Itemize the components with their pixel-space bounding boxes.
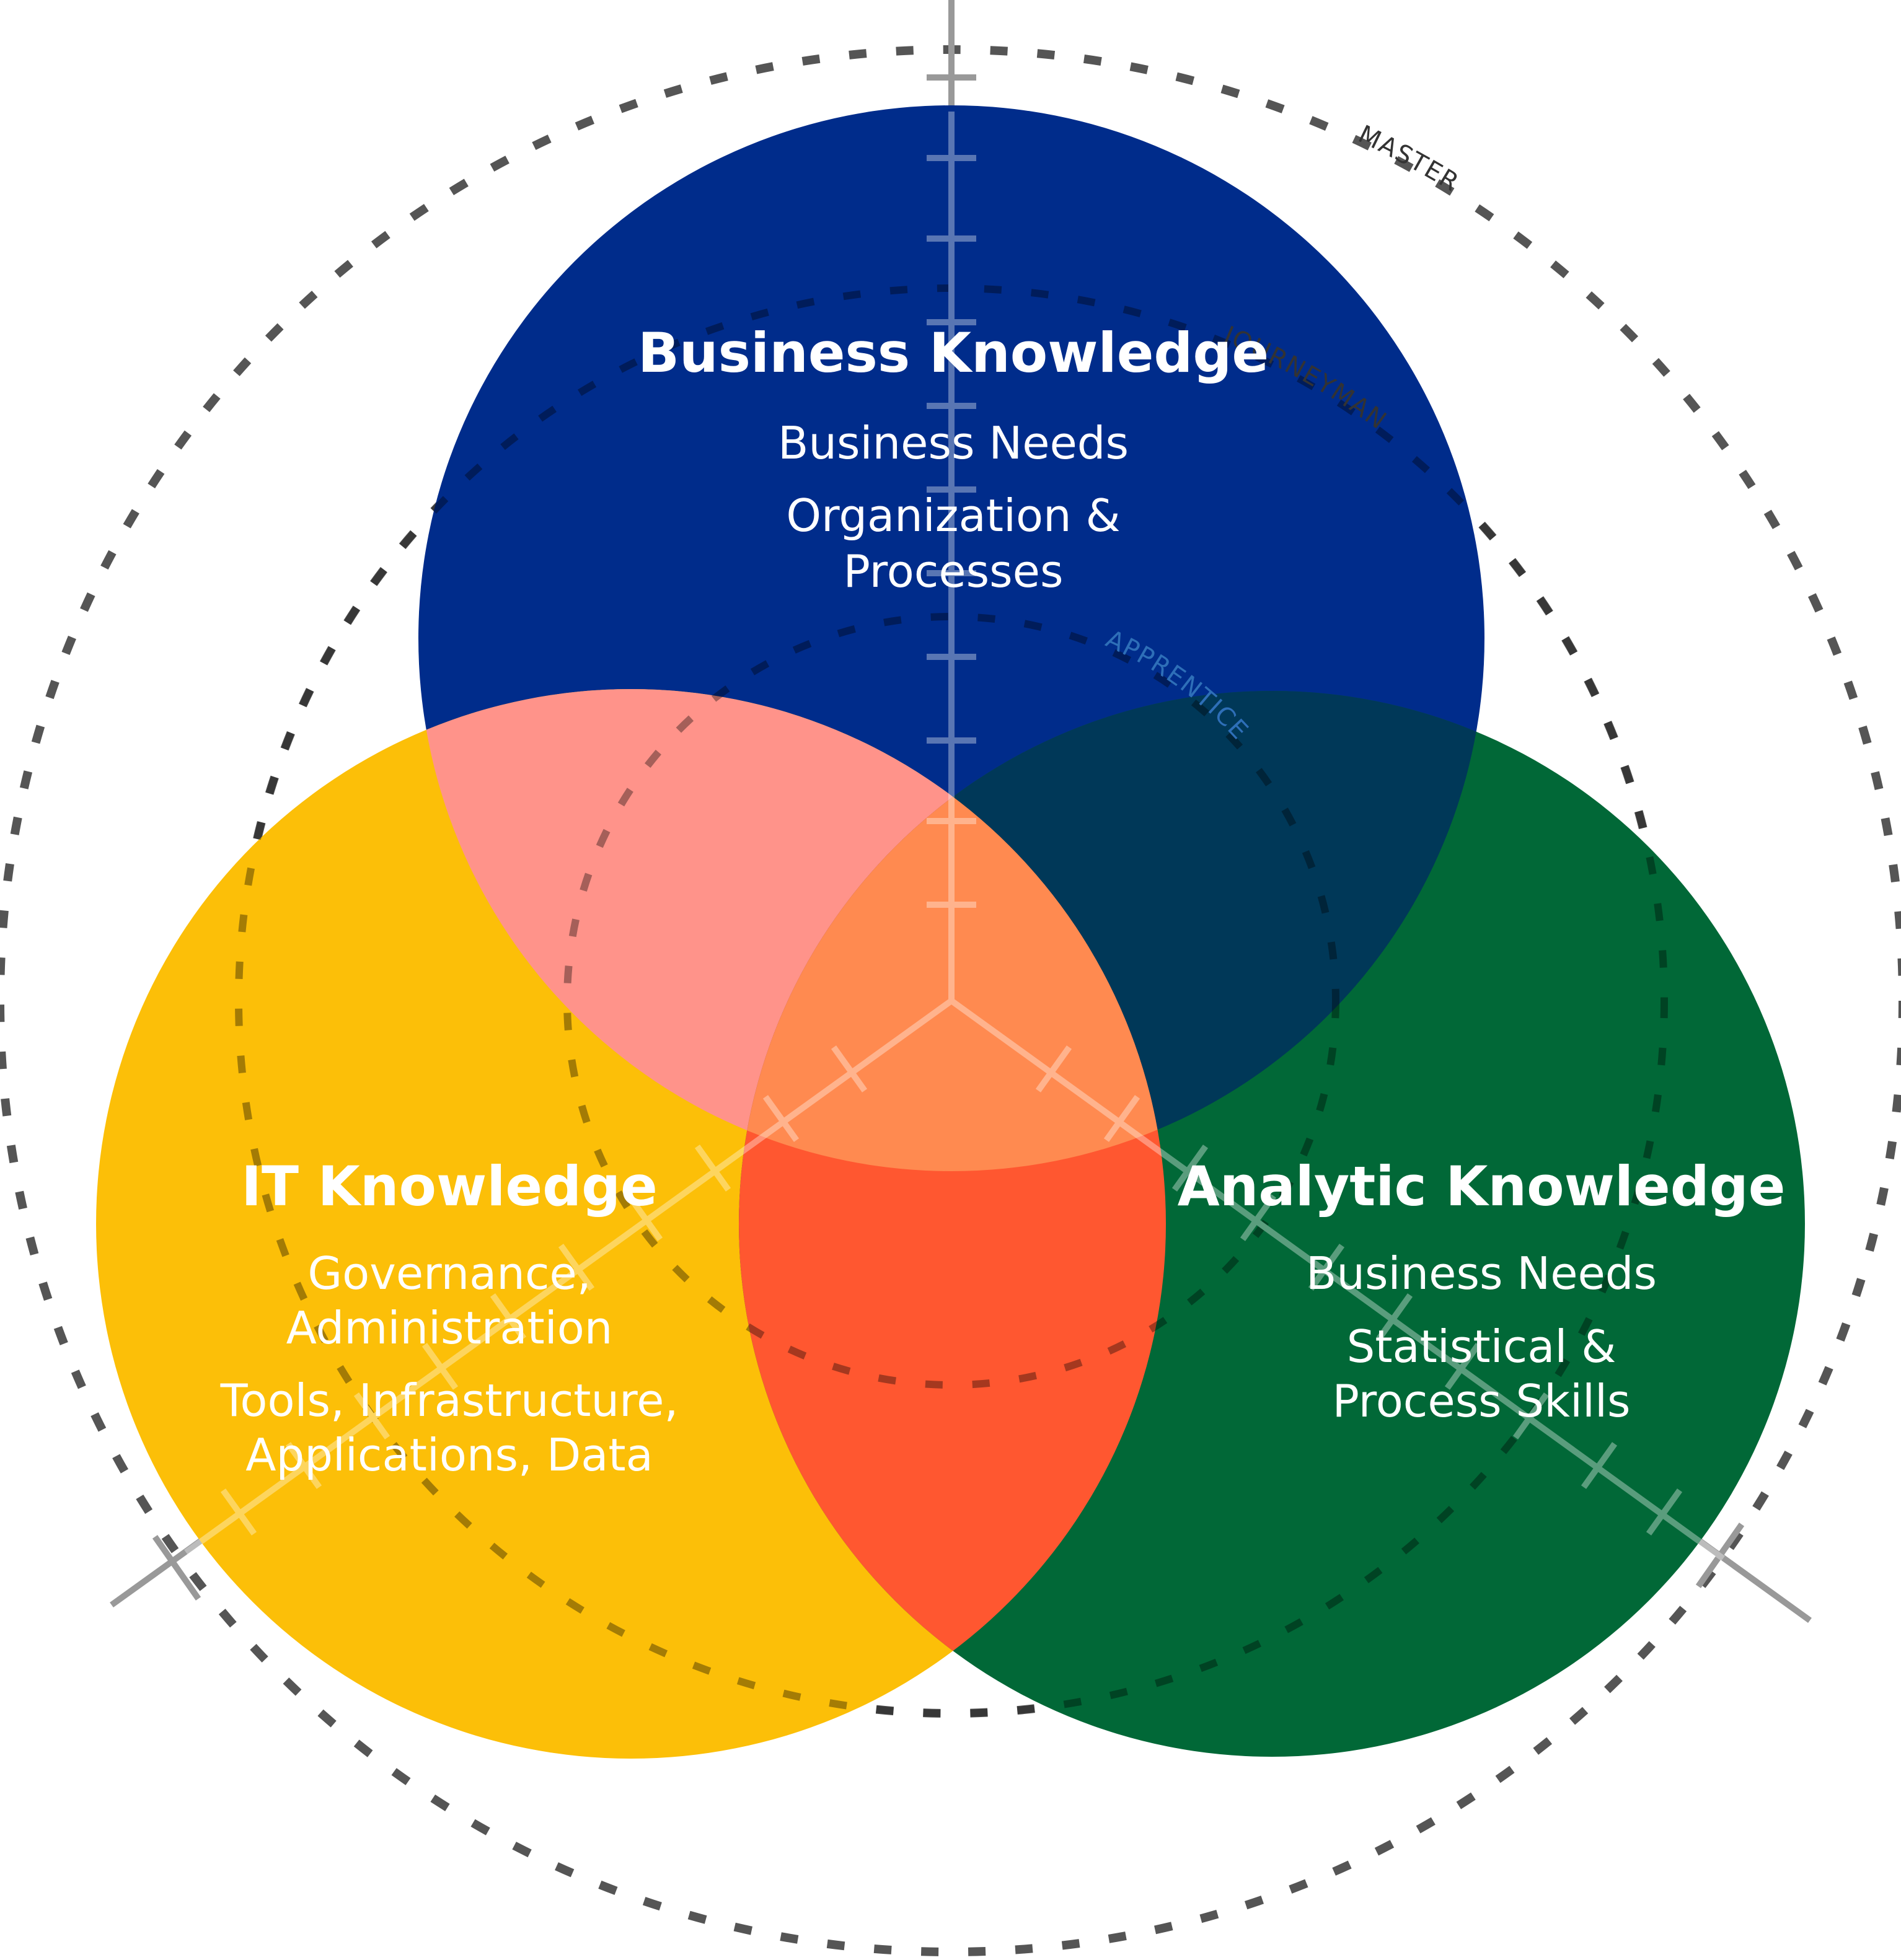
business-needs-label: Business Needs — [778, 417, 1129, 469]
processes-label: Processes — [844, 545, 1064, 597]
statistical-label: Statistical & — [1347, 1321, 1617, 1373]
center-overlap — [739, 691, 1166, 1171]
business-knowledge-title: Business Knowledge — [638, 321, 1269, 385]
analytic-knowledge-title: Analytic Knowledge — [1178, 1154, 1786, 1218]
applications-data-label: Applications, Data — [245, 1429, 653, 1481]
it-knowledge-title: IT Knowledge — [241, 1154, 658, 1218]
process-skills-label: Process Skills — [1333, 1375, 1631, 1427]
organization-label: Organization & — [786, 490, 1120, 542]
governance-label: Governance, — [307, 1247, 591, 1299]
business-knowledge-text: Business Knowledge Business Needs Organi… — [638, 321, 1269, 597]
administration-label: Administration — [286, 1302, 613, 1354]
analytic-knowledge-text: Analytic Knowledge Business Needs Statis… — [1178, 1154, 1786, 1427]
analytic-business-needs-label: Business Needs — [1306, 1247, 1657, 1299]
it-knowledge-text: IT Knowledge Governance, Administration … — [220, 1154, 679, 1481]
master-label: MASTER — [1354, 120, 1464, 198]
tools-infrastructure-label: Tools, Infrastructure, — [220, 1374, 679, 1426]
level-overlay — [184, 112, 1725, 1717]
